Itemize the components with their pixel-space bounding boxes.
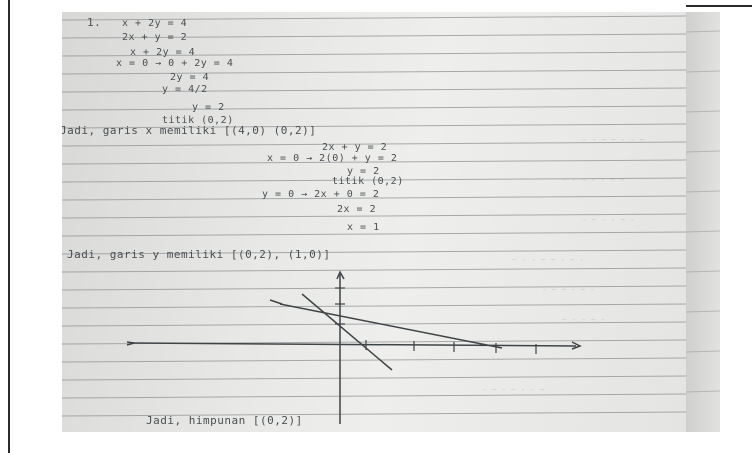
svg-text:~ - - ~ ~ - ~ -: ~ - - ~ ~ - ~ - [512, 255, 584, 264]
svg-text:- ~ - - ~ -: - ~ - - ~ - [582, 215, 635, 224]
line-x-plus-2y [279, 303, 503, 349]
svg-text:- - ~ ~ - - ~: - - ~ ~ - - ~ [582, 135, 645, 144]
x-axis [131, 342, 577, 347]
line-2x-plus-y [301, 293, 393, 371]
equation-line: 2x + y = 2 [122, 32, 188, 43]
equation-line: 2y = 4 [170, 72, 210, 83]
svg-text:~ - - ~ -: ~ - - ~ - [562, 315, 605, 324]
equation-line: x + 2y = 4 [130, 47, 196, 58]
footer-conclusion: Jadi, himpunan [(0,2)] [146, 414, 303, 427]
svg-text:~ - ~ - - ~ ~: ~ - ~ - - ~ ~ [562, 175, 625, 184]
svg-text:- ~ ~ - ~ -: - ~ ~ - ~ - [542, 285, 595, 294]
equation-line: y = 2 [192, 102, 225, 113]
left-border [8, 0, 10, 453]
equation-line: 2x = 2 [337, 204, 377, 215]
equation-line: x + 2y = 4 [122, 18, 188, 29]
equation-line: x = 0 → 2(0) + y = 2 [267, 153, 398, 164]
x-axis-arrow-left [126, 341, 135, 346]
conclusion-line: Jadi, garis y memiliki [(0,2), (1,0)] [67, 248, 331, 261]
problem-number: 1. [87, 16, 102, 29]
equation-line: x = 0 → 0 + 2y = 4 [116, 58, 234, 69]
equation-line: titik (0,2) [332, 176, 404, 187]
photo-edge-strip [686, 12, 720, 432]
equation-line: x = 1 [347, 222, 380, 233]
equation-line: y = 4/2 [162, 84, 208, 95]
x-axis-arrow-right [571, 341, 582, 350]
equation-line: 2x + y = 2 [322, 142, 388, 153]
notebook-photo: - - ~ ~ - - ~ ~ - ~ - - ~ ~ - ~ - - ~ - … [62, 12, 686, 432]
y-axis-arrow [336, 270, 345, 280]
equation-line: y = 2 [347, 166, 380, 177]
svg-text:- ~ - ~ - - ~: - ~ - ~ - - ~ [482, 385, 545, 394]
conclusion-line: Jadi, garis x memiliki [(4,0) (0,2)] [62, 124, 317, 137]
top-right-border [686, 5, 752, 7]
bleed-through: - - ~ ~ - - ~ ~ - ~ - - ~ ~ - ~ - - ~ - … [482, 135, 645, 394]
equation-line: y = 0 → 2x + 0 = 2 [262, 189, 380, 200]
ruled-lines: - - ~ ~ - - ~ ~ - ~ - - ~ ~ - ~ - - ~ - … [62, 15, 686, 424]
equation-line: titik (0,2) [162, 115, 234, 126]
hand-drawn-graph [126, 270, 582, 424]
